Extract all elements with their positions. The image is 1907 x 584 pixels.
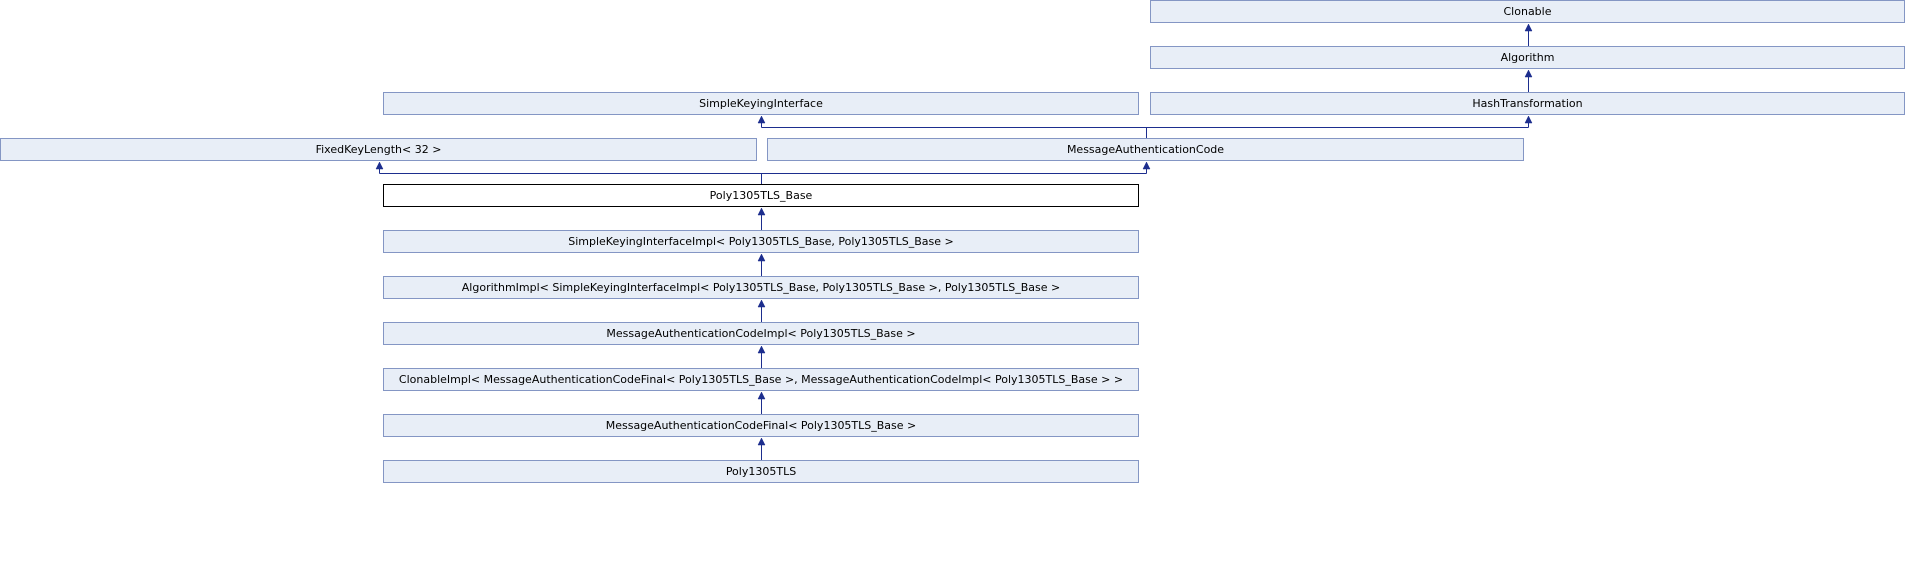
edge-message-authentication-code-final [757, 391, 766, 400]
node-poly1305tls[interactable]: Poly1305TLS [383, 460, 1139, 483]
edge-poly1305tls-base [1142, 161, 1151, 170]
edge-message-authentication-code-impl [757, 299, 766, 308]
edge-algorithm-impl [757, 253, 766, 262]
edge-poly1305tls-base [375, 161, 384, 170]
node-hash-transformation[interactable]: HashTransformation [1150, 92, 1905, 115]
edge-clonable-impl [757, 345, 766, 354]
edge-poly1305tls [757, 437, 766, 446]
edge-algorithm [1524, 23, 1533, 32]
edge-message-authentication-code [1524, 115, 1533, 124]
edge-hash-transformation [1524, 69, 1533, 78]
node-simple-keying-interface-impl[interactable]: SimpleKeyingInterfaceImpl< Poly1305TLS_B… [383, 230, 1139, 253]
node-clonable[interactable]: Clonable [1150, 0, 1905, 23]
node-poly1305tls-base: Poly1305TLS_Base [383, 184, 1139, 207]
edge-simple-keying-interface-impl [757, 207, 766, 216]
edge-message-authentication-code [757, 115, 766, 124]
node-message-authentication-code-final[interactable]: MessageAuthenticationCodeFinal< Poly1305… [383, 414, 1139, 437]
node-simple-keying-interface[interactable]: SimpleKeyingInterface [383, 92, 1139, 115]
node-algorithm[interactable]: Algorithm [1150, 46, 1905, 69]
node-fixed-key-length[interactable]: FixedKeyLength< 32 > [0, 138, 757, 161]
node-message-authentication-code[interactable]: MessageAuthenticationCode [767, 138, 1524, 161]
node-clonable-impl[interactable]: ClonableImpl< MessageAuthenticationCodeF… [383, 368, 1139, 391]
node-algorithm-impl[interactable]: AlgorithmImpl< SimpleKeyingInterfaceImpl… [383, 276, 1139, 299]
node-message-authentication-code-impl[interactable]: MessageAuthenticationCodeImpl< Poly1305T… [383, 322, 1139, 345]
